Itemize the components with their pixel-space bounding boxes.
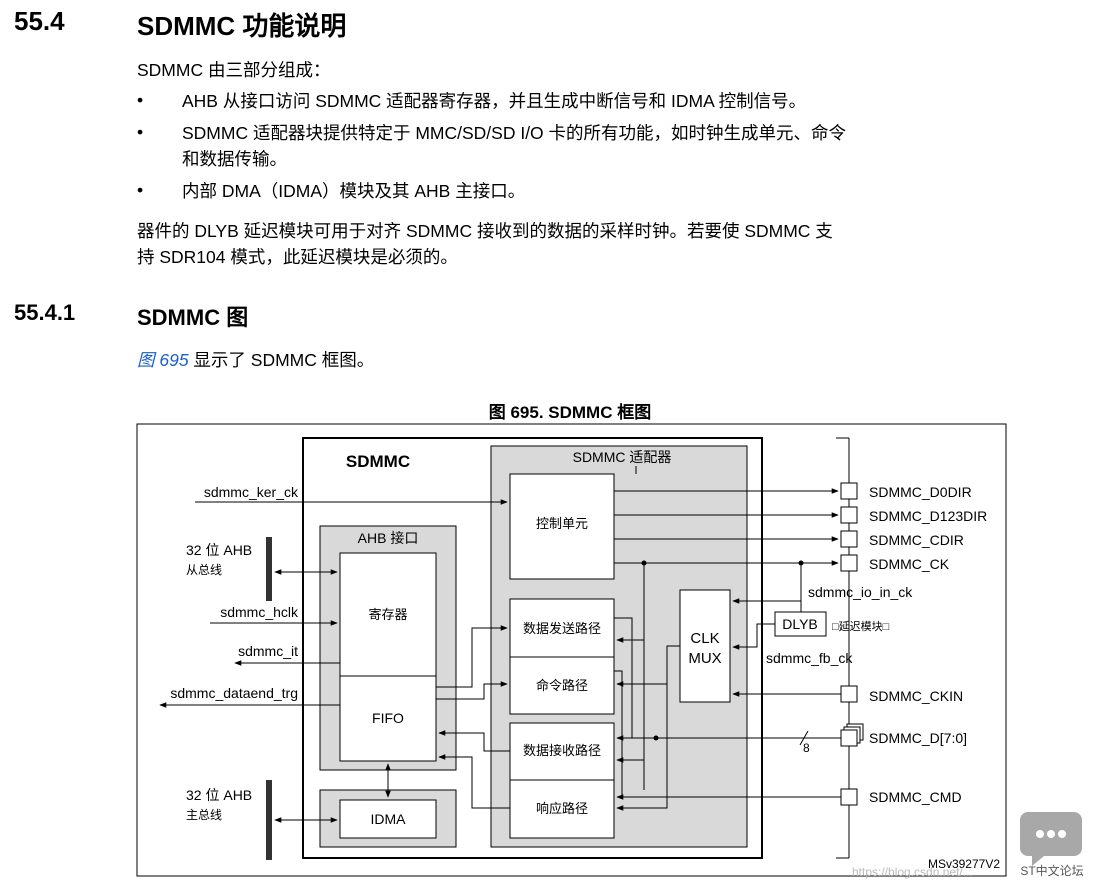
dlyb-note: □延迟模块□ bbox=[832, 620, 890, 633]
d0dir-pin bbox=[840, 482, 858, 500]
bullet-marker: • bbox=[137, 180, 144, 200]
figure-caption: 图 695. SDMMC 框图 bbox=[489, 402, 651, 422]
ckin-pin bbox=[840, 685, 858, 703]
ahb-master-label: 32 位 AHB bbox=[186, 787, 252, 803]
brand-text: ST中文论坛 bbox=[1020, 863, 1083, 878]
d-label: SDMMC_D[7:0] bbox=[869, 730, 967, 746]
data-tx-label: 数据发送路径 bbox=[523, 621, 601, 636]
d-pin bbox=[840, 729, 858, 747]
figure-link[interactable]: 图 695 bbox=[137, 350, 189, 370]
d123dir-pin bbox=[840, 506, 858, 524]
fifo-label: FIFO bbox=[372, 710, 404, 726]
d123dir-label: SDMMC_D123DIR bbox=[869, 508, 987, 524]
registers-label: 寄存器 bbox=[368, 607, 407, 622]
ahb-master-bus-bar bbox=[266, 780, 272, 860]
paragraph-line: 器件的 DLYB 延迟模块可用于对齐 SDMMC 接收到的数据的采样时钟。若要使… bbox=[137, 221, 833, 241]
cmd-out-wire bbox=[614, 670, 623, 797]
resp-path-block bbox=[509, 779, 615, 839]
section-title: SDMMC 功能说明 bbox=[137, 11, 347, 41]
control-unit-label: 控制单元 bbox=[536, 516, 588, 531]
fifo-to-tx-wire bbox=[436, 625, 508, 688]
clk-mux-block bbox=[679, 589, 731, 703]
watermark-text: https://blog.csdn.net/... bbox=[852, 865, 973, 879]
junction-dot bbox=[653, 735, 659, 741]
it-label: sdmmc_it bbox=[238, 643, 298, 659]
dataend-label: sdmmc_dataend_trg bbox=[170, 685, 298, 701]
ahb-slave-sublabel: 从总线 bbox=[186, 563, 222, 577]
idma-label: IDMA bbox=[371, 811, 407, 827]
ker-ck-label: sdmmc_ker_ck bbox=[204, 484, 299, 500]
cdir-pin bbox=[840, 530, 858, 548]
ahb-master-sublabel: 主总线 bbox=[186, 808, 222, 822]
ahb-slave-label: 32 位 AHB bbox=[186, 542, 252, 558]
cmd-path-label: 命令路径 bbox=[536, 678, 588, 693]
d0dir-label: SDMMC_D0DIR bbox=[869, 484, 972, 500]
resp-path-label: 响应路径 bbox=[536, 801, 588, 816]
intro-text: SDMMC 由三部分组成： bbox=[137, 60, 331, 80]
hclk-label: sdmmc_hclk bbox=[220, 604, 299, 620]
fifo-to-cmd-wire bbox=[436, 681, 508, 700]
brand-logo: ST中文论坛 bbox=[1014, 798, 1090, 883]
sdmmc-label: SDMMC bbox=[346, 452, 410, 471]
paragraph-line: 持 SDR104 模式，此延迟模块是必须的。 bbox=[137, 247, 458, 267]
clk-mux-out-wire bbox=[616, 645, 680, 811]
fb-ck-label: sdmmc_fb_ck bbox=[766, 650, 853, 666]
data-rx-label: 数据接收路径 bbox=[523, 743, 601, 758]
ck-pin bbox=[840, 554, 858, 572]
control-unit-block bbox=[509, 473, 615, 580]
fb-ck-wire bbox=[732, 623, 775, 650]
resp-to-fifo-wire bbox=[438, 754, 510, 809]
cdir-label: SDMMC_CDIR bbox=[869, 532, 964, 548]
fifo-block bbox=[339, 675, 437, 762]
ahb-interface-label: AHB 接口 bbox=[358, 530, 419, 546]
idma-block bbox=[339, 799, 437, 839]
subsection-number: 55.4.1 bbox=[14, 300, 76, 325]
subsection-title: SDMMC 图 bbox=[137, 305, 249, 330]
io-in-ck-label: sdmmc_io_in_ck bbox=[808, 584, 913, 600]
dlyb-label: DLYB bbox=[782, 616, 818, 632]
bullet-marker: • bbox=[137, 122, 144, 142]
figure-ref-text: 显示了 SDMMC 框图。 bbox=[188, 350, 375, 370]
doc-id: MSv39277V2 bbox=[928, 857, 1000, 871]
bullet-item: SDMMC 适配器块提供特定于 MMC/SD/SD I/O 卡的所有功能，如时钟… bbox=[182, 123, 847, 143]
ahb-slave-bus-bar bbox=[266, 537, 272, 601]
figure-frame bbox=[136, 423, 1007, 877]
cmd-path-block bbox=[509, 656, 615, 715]
chat-bubble-icon: ST中文论坛 bbox=[1020, 812, 1084, 878]
bullet-item-cont: 和数据传输。 bbox=[182, 149, 287, 169]
cmd-pin bbox=[840, 788, 858, 806]
adapter-label: SDMMC 适配器 bbox=[573, 449, 672, 465]
clk-mux-label-1: CLK bbox=[690, 630, 719, 647]
figure-reference: 图 695 显示了 SDMMC 框图。 bbox=[137, 347, 374, 373]
bus-width-label: 8 bbox=[803, 741, 810, 755]
clk-mux-label-2: MUX bbox=[688, 650, 721, 667]
bullet-marker: • bbox=[137, 90, 144, 110]
section-number: 55.4 bbox=[14, 6, 65, 36]
bullet-item: AHB 从接口访问 SDMMC 适配器寄存器，并且生成中断信号和 IDMA 控制… bbox=[182, 91, 807, 111]
rx-to-fifo-wire bbox=[438, 730, 510, 752]
ckin-label: SDMMC_CKIN bbox=[869, 688, 963, 704]
cmd-label: SDMMC_CMD bbox=[869, 789, 962, 805]
bullet-item: 内部 DMA（IDMA）模块及其 AHB 主接口。 bbox=[182, 181, 526, 201]
registers-block bbox=[339, 552, 437, 677]
data-rx-block bbox=[509, 722, 615, 781]
dlyb-block bbox=[774, 611, 827, 637]
d-bus-slash bbox=[799, 730, 809, 746]
ck-label: SDMMC_CK bbox=[869, 556, 950, 572]
tx-out-wire bbox=[614, 617, 633, 738]
